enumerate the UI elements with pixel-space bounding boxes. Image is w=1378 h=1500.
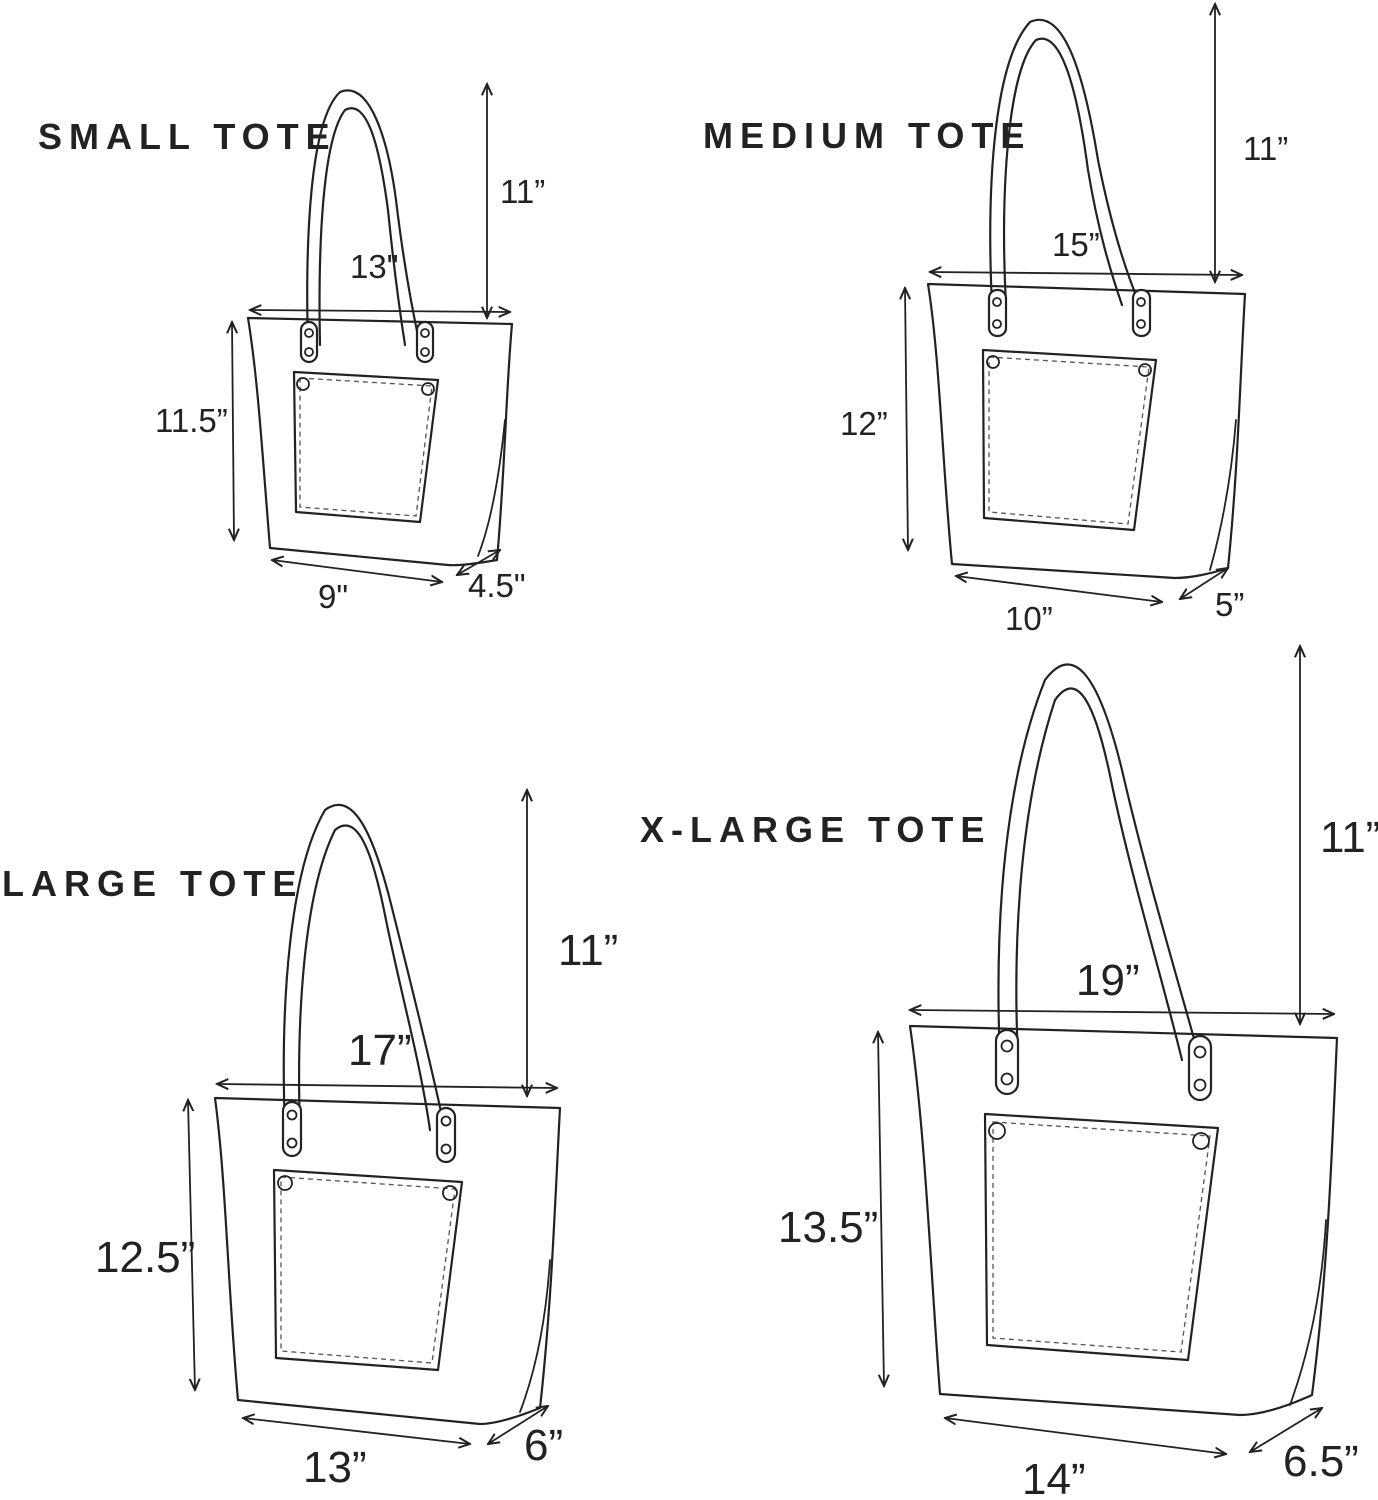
rivet-icon bbox=[286, 1109, 298, 1121]
medium-tote-right-tab bbox=[1131, 288, 1152, 338]
rivet-icon bbox=[440, 1115, 452, 1127]
rivet-icon bbox=[304, 347, 314, 357]
snap-icon bbox=[1192, 1132, 1210, 1150]
rivet-icon bbox=[440, 1143, 452, 1155]
xlarge-tote-pocket bbox=[983, 1112, 1220, 1362]
medium-tote-body bbox=[926, 282, 1247, 580]
rivet-icon bbox=[1136, 297, 1146, 307]
medium-tote-drawing bbox=[926, 18, 1247, 580]
rivet-icon bbox=[992, 319, 1002, 329]
medium-tote-title: MEDIUM TOTE bbox=[703, 115, 1031, 156]
large-tote-title: LARGE TOTE bbox=[2, 863, 303, 904]
medium-tote-top-width-line bbox=[930, 272, 1242, 275]
large-tote-handle-inner bbox=[298, 824, 432, 1132]
xlarge-tote-body bbox=[908, 1024, 1339, 1417]
small-tote-height-label: 11.5” bbox=[155, 402, 228, 439]
medium-tote-handle-inner bbox=[1003, 37, 1124, 307]
medium-tote-height-label: 12” bbox=[840, 405, 888, 442]
small-tote-top-width-line bbox=[250, 310, 510, 312]
rivet-icon bbox=[1136, 319, 1146, 329]
xlarge-tote-bottom-width-label: 14” bbox=[1022, 1455, 1086, 1500]
xlarge-tote-pocket-stitch bbox=[992, 1121, 1211, 1353]
small-tote-handle-outer bbox=[306, 89, 422, 347]
large-tote-depth-label: 6” bbox=[524, 1421, 563, 1470]
medium-tote-depth-label: 5” bbox=[1215, 586, 1244, 623]
rivet-icon bbox=[1000, 1039, 1014, 1053]
medium-tote-bottom-width-label: 10” bbox=[1005, 600, 1053, 637]
medium-tote-handle-outer bbox=[989, 18, 1142, 307]
xlarge-tote-gusset-line bbox=[1289, 1219, 1327, 1406]
xlarge-tote-handle-outer bbox=[997, 663, 1202, 1062]
rivet-icon bbox=[420, 347, 430, 357]
small-tote-handle-drop-label: 11” bbox=[500, 173, 545, 210]
small-tote-gusset-line bbox=[477, 419, 506, 557]
small-tote-group: SMALL TOTE 11” 13" 11.5” bbox=[38, 84, 545, 615]
xlarge-tote-top-width-label: 19” bbox=[1076, 956, 1140, 1005]
rivet-icon bbox=[992, 297, 1002, 307]
snap-icon bbox=[277, 1175, 293, 1191]
snap-icon bbox=[1138, 363, 1152, 377]
large-tote-body bbox=[213, 1096, 562, 1426]
xlarge-tote-depth-label: 6.5” bbox=[1283, 1437, 1359, 1486]
large-tote-top-width-line bbox=[217, 1084, 557, 1088]
medium-tote-pocket bbox=[981, 348, 1158, 532]
large-tote-bottom-width-label: 13” bbox=[303, 1443, 367, 1492]
xlarge-tote-handle-drop-label: 11” bbox=[1320, 813, 1378, 862]
xlarge-tote-height-label: 13.5” bbox=[778, 1203, 878, 1252]
large-tote-handle-drop-label: 11” bbox=[558, 926, 618, 975]
medium-tote-gusset-line bbox=[1209, 419, 1237, 571]
rivet-icon bbox=[1000, 1072, 1014, 1086]
xlarge-tote-group: X-LARGE TOTE 11” 19” 13.5” 14” 6.5” bbox=[640, 646, 1378, 1500]
snap-icon bbox=[442, 1185, 458, 1201]
medium-tote-left-tab bbox=[987, 288, 1008, 338]
small-tote-bottom-width-label: 9" bbox=[318, 578, 348, 615]
large-tote-pocket-stitch bbox=[280, 1176, 456, 1364]
rivet-icon bbox=[1193, 1045, 1207, 1059]
rivet-icon bbox=[304, 328, 314, 338]
rivet-icon bbox=[420, 328, 430, 338]
small-tote-bottom-width-line bbox=[272, 560, 442, 582]
large-tote-bottom-width-line bbox=[243, 1418, 470, 1444]
medium-tote-top-width-label: 15” bbox=[1052, 226, 1100, 263]
small-tote-body bbox=[246, 316, 514, 567]
small-tote-drawing bbox=[246, 89, 514, 567]
small-tote-title: SMALL TOTE bbox=[38, 116, 337, 157]
large-tote-top-width-label: 17” bbox=[348, 1026, 412, 1075]
medium-tote-depth-line bbox=[1180, 568, 1228, 599]
large-tote-height-line bbox=[188, 1100, 195, 1390]
small-tote-handle-inner bbox=[318, 107, 407, 347]
small-tote-depth-label: 4.5" bbox=[468, 567, 526, 604]
small-tote-pocket bbox=[292, 370, 440, 524]
small-tote-pocket-stitch bbox=[299, 377, 433, 517]
medium-tote-bottom-width-line bbox=[956, 576, 1162, 602]
snap-icon bbox=[296, 377, 310, 391]
medium-tote-group: MEDIUM TOTE 11” 15” 12” 10” 5” bbox=[703, 4, 1288, 637]
large-tote-height-label: 12.5” bbox=[95, 1233, 195, 1282]
large-tote-group: LARGE TOTE 11” 17” 12.5” 13” 6” bbox=[2, 790, 618, 1492]
rivet-icon bbox=[1193, 1078, 1207, 1092]
small-tote-depth-line bbox=[457, 550, 500, 575]
xlarge-tote-drawing bbox=[908, 663, 1339, 1417]
xlarge-tote-height-line bbox=[878, 1032, 884, 1386]
snap-icon bbox=[421, 382, 435, 396]
large-tote-handle-outer bbox=[282, 803, 447, 1132]
snap-icon bbox=[988, 1122, 1006, 1140]
medium-tote-height-line bbox=[905, 288, 908, 550]
large-tote-depth-line bbox=[488, 1406, 548, 1444]
small-tote-top-width-label: 13" bbox=[350, 248, 398, 285]
xlarge-tote-depth-line bbox=[1250, 1408, 1322, 1452]
rivet-icon bbox=[286, 1137, 298, 1149]
snap-icon bbox=[986, 355, 1000, 369]
large-tote-gusset-line bbox=[519, 1259, 551, 1413]
medium-tote-pocket-stitch bbox=[988, 356, 1150, 525]
xlarge-tote-bottom-width-line bbox=[945, 1418, 1226, 1454]
xlarge-tote-handle-inner bbox=[1015, 687, 1184, 1062]
xlarge-tote-top-width-line bbox=[910, 1010, 1334, 1014]
xlarge-tote-title: X-LARGE TOTE bbox=[640, 809, 991, 850]
medium-tote-handle-drop-label: 11” bbox=[1243, 130, 1288, 167]
small-tote-height-line bbox=[232, 322, 234, 540]
large-tote-pocket bbox=[272, 1168, 464, 1372]
